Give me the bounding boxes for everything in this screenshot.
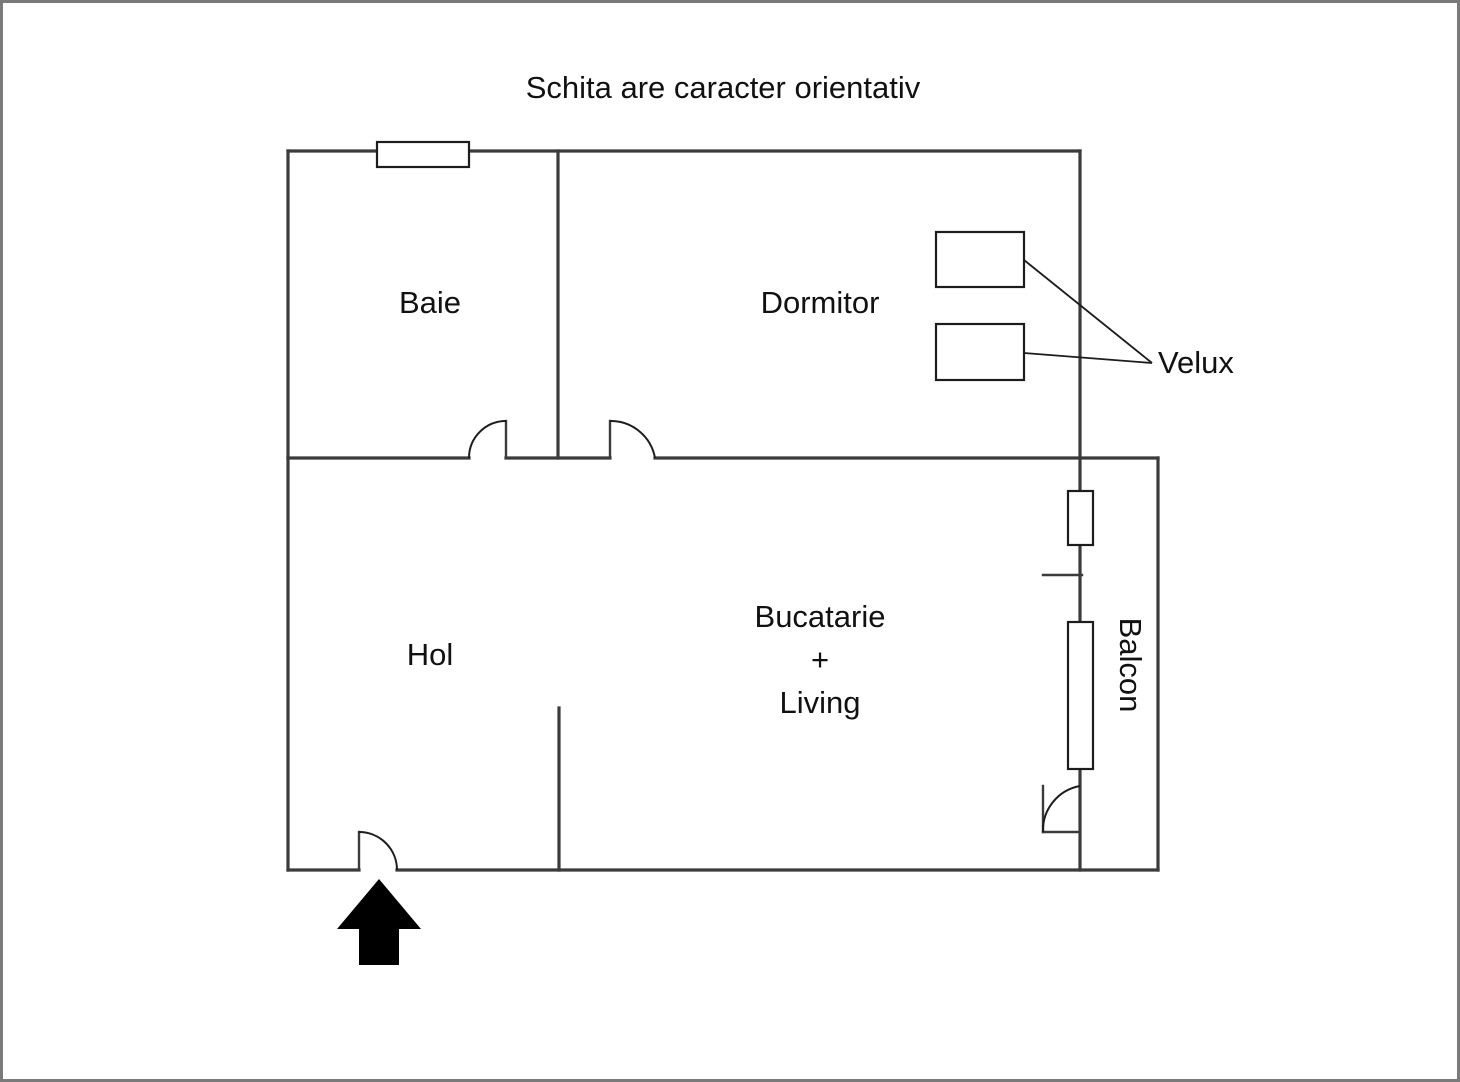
door-jambs	[357, 419, 1082, 872]
window-baie-top	[375, 140, 471, 169]
door-baie-arc	[468, 420, 507, 459]
velux-leader-1	[1023, 259, 1153, 364]
room-label-living: Living	[780, 685, 861, 720]
room-label-baie: Baie	[399, 285, 461, 320]
door-balcon-arc	[1041, 785, 1081, 833]
annotation-label-velux: Velux	[1158, 345, 1234, 380]
room-label-hol: Hol	[407, 637, 454, 672]
velux-window-2	[934, 322, 1026, 382]
door-arcs	[358, 419, 1081, 871]
entrance-arrow-icon	[337, 879, 421, 965]
room-label-bucatarie: Bucatarie	[755, 599, 886, 634]
windows	[375, 140, 1095, 771]
door-dormitor-arc	[609, 419, 656, 459]
room-label-dormitor: Dormitor	[761, 285, 880, 320]
window-balcon-lower	[1066, 620, 1095, 771]
velux-skylights	[934, 230, 1153, 382]
velux-window-1	[934, 230, 1026, 289]
entrance-arrow	[337, 879, 421, 965]
window-balcon-upper	[1066, 489, 1095, 547]
walls-lower	[286, 456, 1160, 872]
door-entrance-arc	[358, 831, 398, 871]
room-label-balcon: Balcon	[1113, 618, 1148, 713]
velux-leader-2	[1023, 352, 1153, 364]
room-label-plus: +	[811, 642, 829, 677]
page-title: Schita are caracter orientativ	[526, 70, 921, 105]
